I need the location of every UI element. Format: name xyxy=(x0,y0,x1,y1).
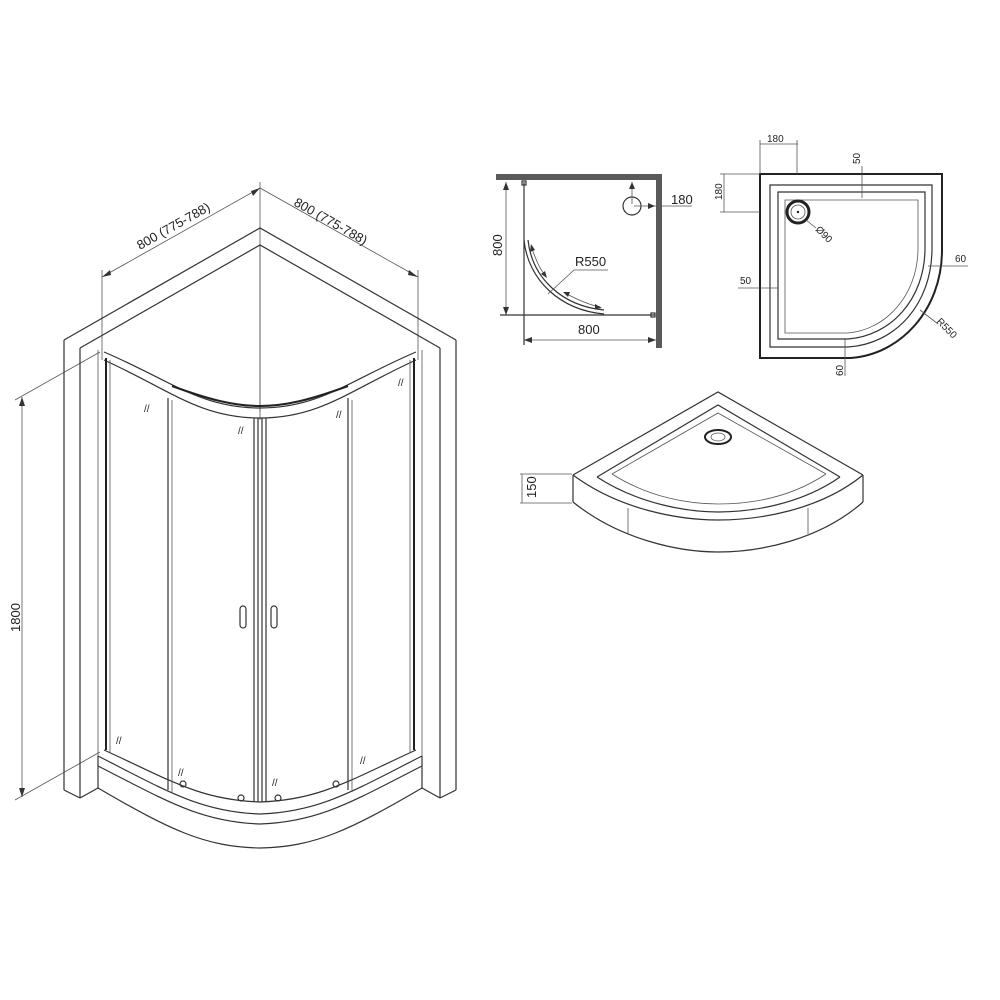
rim-left-label: 50 xyxy=(740,276,752,287)
tray-iso-view: 150 xyxy=(520,391,864,553)
plan-height-label: 800 xyxy=(490,234,505,256)
rim-bottom-label: 60 xyxy=(835,364,846,376)
plan-radius-label: R550 xyxy=(575,254,606,269)
wall-top xyxy=(496,174,662,180)
svg-text://: // xyxy=(360,756,366,767)
plan-view: R550 180 800 800 xyxy=(490,174,693,348)
tray-top-view: Ø90 180 180 50 50 60 60 R550 xyxy=(714,134,968,376)
plan-width-label: 800 xyxy=(578,322,600,337)
svg-text://: // xyxy=(336,410,342,421)
width-left-label: 800 (775-788) xyxy=(134,199,212,252)
width-dimension-left: 800 (775-788) xyxy=(101,182,261,412)
svg-text://: // xyxy=(116,736,122,747)
width-right-label: 800 (775-788) xyxy=(292,195,370,248)
isometric-enclosure-view: 800 (775-788) 800 (775-788) 1800 xyxy=(8,182,457,849)
rim-right-label: 60 xyxy=(955,254,967,265)
width-dimension-right: 800 (775-788) xyxy=(259,187,419,360)
door-handles[interactable] xyxy=(239,605,278,629)
top-rail xyxy=(103,351,417,419)
walls xyxy=(63,227,457,799)
tray-height-label: 150 xyxy=(524,476,539,498)
plan-drain-offset-label: 180 xyxy=(671,192,693,207)
glass-panels xyxy=(105,358,415,802)
shower-tray-front xyxy=(97,749,423,849)
tray-radius-label: R550 xyxy=(934,316,959,341)
door-rollers xyxy=(179,780,340,802)
svg-text://: // xyxy=(178,768,184,779)
tray-drain-x-label: 180 xyxy=(767,134,784,145)
svg-text://: // xyxy=(144,404,150,415)
height-dimension: 1800 xyxy=(8,351,101,801)
drain-diameter-label: Ø90 xyxy=(813,224,834,245)
wall-right xyxy=(656,174,662,348)
svg-text://: // xyxy=(272,778,278,789)
left-handle-icon[interactable] xyxy=(239,605,247,629)
svg-text://: // xyxy=(398,378,404,389)
height-label: 1800 xyxy=(8,603,23,632)
tray-drain-y-label: 180 xyxy=(714,183,725,200)
tray-drain-icon xyxy=(785,199,811,225)
right-handle-icon[interactable] xyxy=(270,605,278,629)
glass-reflection-marks: // // // // // // // // xyxy=(116,378,404,789)
svg-text://: // xyxy=(238,426,244,437)
rim-top-label: 50 xyxy=(852,152,863,164)
tray-iso-drain-icon xyxy=(704,429,732,445)
